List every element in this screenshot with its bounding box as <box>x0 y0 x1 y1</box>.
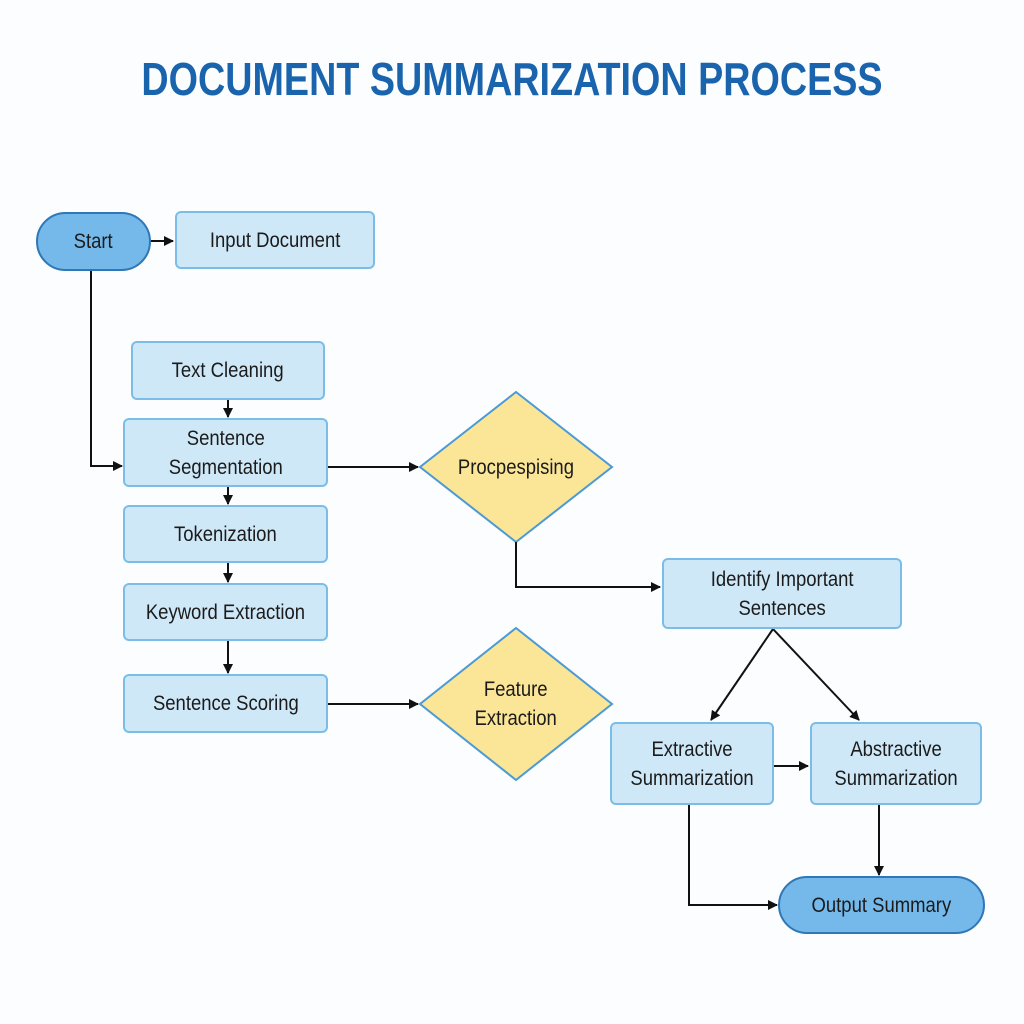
node-abstractive-summarization-label: Abstractive Summarization <box>834 737 958 790</box>
node-tokenization-label: Tokenization <box>174 522 277 546</box>
node-text-cleaning[interactable]: Text Cleaning <box>131 341 325 400</box>
node-keyword-extraction-label: Keyword Extraction <box>145 600 306 624</box>
node-keyword-extraction[interactable]: Keyword Extraction <box>123 583 328 641</box>
node-identify-important[interactable]: Identify Important Sentences <box>662 558 902 629</box>
node-abstractive-summarization[interactable]: Abstractive Summarization <box>810 722 982 805</box>
node-text-cleaning-label: Text Cleaning <box>172 359 284 382</box>
node-feature-extraction[interactable]: Feature Extraction <box>420 669 612 739</box>
node-identify-important-label: Identify Important Sentences <box>710 567 854 620</box>
decision-feature-extraction-shape[interactable] <box>418 626 614 782</box>
node-sentence-scoring[interactable]: Sentence Scoring <box>123 674 328 733</box>
node-tokenization[interactable]: Tokenization <box>123 505 328 563</box>
node-sentence-scoring-label: Sentence Scoring <box>152 692 299 715</box>
node-start-label: Start <box>73 230 114 253</box>
node-sentence-segmentation[interactable]: Sentence Segmentation <box>123 418 328 487</box>
edge-preprocessing-identify <box>515 542 661 592</box>
diagram-title: DOCUMENT SUMMARIZATION PROCESS <box>141 53 883 105</box>
node-sentence-segmentation-label: Sentence Segmentation <box>168 426 283 479</box>
node-extractive-summarization[interactable]: Extractive Summarization <box>610 722 774 805</box>
node-extractive-summarization-label: Extractive Summarization <box>630 737 754 790</box>
edge-extractive-output <box>688 805 778 910</box>
node-output-summary[interactable]: Output Summary <box>778 876 985 934</box>
node-feature-extraction-label: Feature Extraction <box>474 678 558 730</box>
node-input-document[interactable]: Input Document <box>175 211 375 269</box>
edge-start-segmentation <box>90 270 123 471</box>
edge-identify-abstractive <box>772 628 860 721</box>
node-start[interactable]: Start <box>36 212 151 271</box>
node-preprocessing-label: Procpespising <box>457 455 575 479</box>
node-output-summary-label: Output Summary <box>811 893 952 917</box>
edge-identify-extractive <box>710 628 774 721</box>
node-input-document-label: Input Document <box>209 228 341 252</box>
node-preprocessing[interactable]: Procpespising <box>420 432 612 502</box>
